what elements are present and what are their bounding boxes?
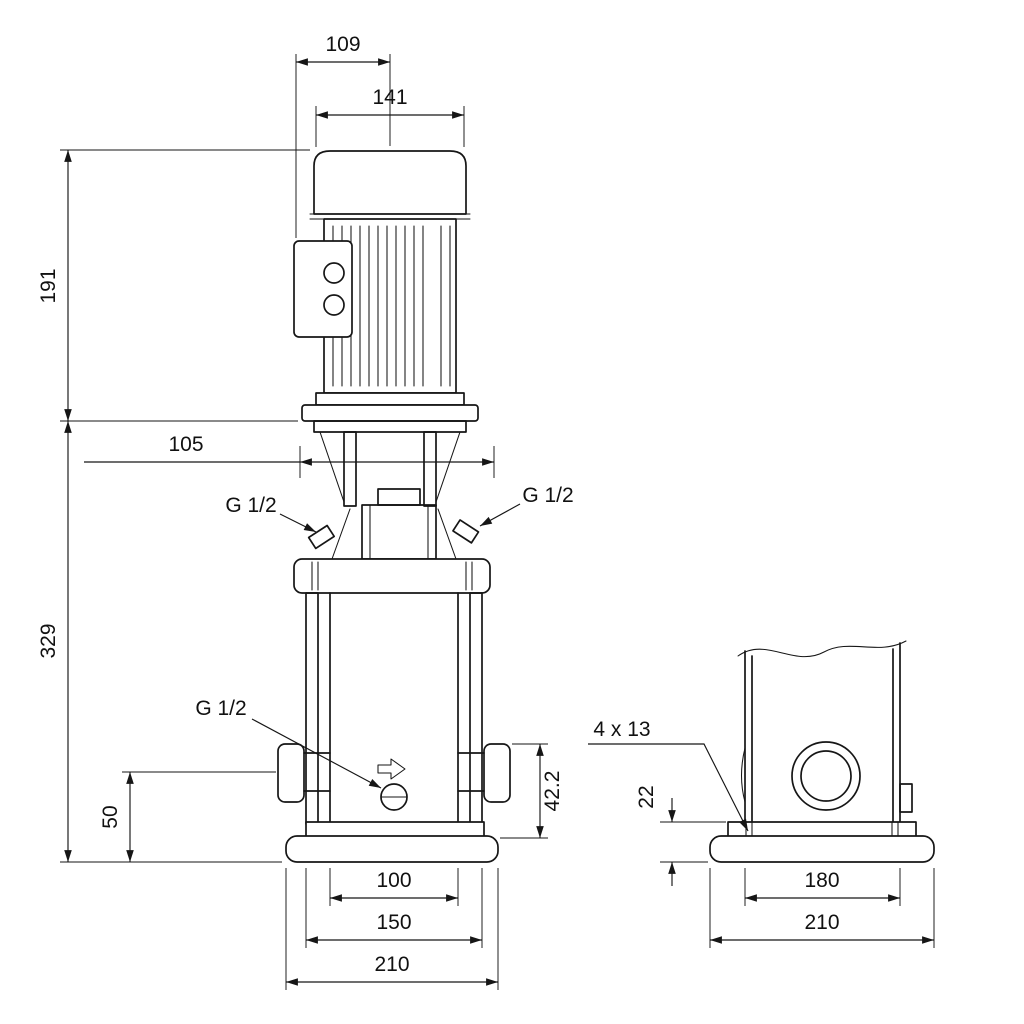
dim-100-label: 100 <box>376 869 411 892</box>
bolt-holes-label: 4 x 13 <box>593 718 650 741</box>
discharge-port-pipe <box>457 752 485 792</box>
side-view <box>709 640 935 863</box>
motor-flange-upper <box>315 392 465 406</box>
dim-42-2: 42.2 <box>500 743 564 839</box>
tie-rod-left <box>305 592 319 825</box>
dim-22-label: 22 <box>635 785 658 808</box>
suction-port-pipe <box>303 752 331 792</box>
plug-body-right <box>452 519 480 544</box>
dim-210-front-label: 210 <box>374 953 409 976</box>
dim-210-side-label: 210 <box>804 911 839 934</box>
motor-stool-band <box>313 420 467 433</box>
dim-191-extensions <box>60 149 310 422</box>
dim-105: 105 <box>84 433 495 478</box>
side-port-edge-detail <box>740 747 746 803</box>
dim-180: 180 <box>744 868 901 906</box>
leader-g12-drain-line <box>251 718 382 789</box>
terminal-box <box>293 240 353 338</box>
pump-head-chamber <box>361 504 437 560</box>
dim-210-side: 210 <box>709 868 935 948</box>
dim-180-label: 180 <box>804 869 839 892</box>
flow-direction-arrow <box>377 758 406 780</box>
dim-50: 50 <box>99 771 276 862</box>
cable-entry-top <box>323 262 345 284</box>
dim-210-side-extensions <box>709 868 935 948</box>
dim-22-extensions <box>660 821 726 863</box>
leader-g12-drain: G 1/2 <box>195 697 382 789</box>
head-flange-ring <box>293 558 491 594</box>
dim-210-front-extensions <box>285 868 499 990</box>
dim-100: 100 <box>329 868 459 906</box>
leader-g12-left: G 1/2 <box>225 494 317 533</box>
shaft-coupling <box>377 488 421 506</box>
ring-bolt-lines <box>311 561 473 591</box>
break-line <box>737 640 907 658</box>
dim-150-extensions <box>305 868 483 948</box>
suction-port-flange <box>277 743 305 803</box>
sleeve-walls <box>329 592 459 825</box>
g12-drain-label: G 1/2 <box>195 697 246 720</box>
dim-150: 150 <box>305 868 483 948</box>
front-view <box>277 150 511 863</box>
leader-g12-right-line <box>479 503 521 527</box>
stool-diagonals <box>319 431 461 503</box>
motor-flange-lower <box>301 404 479 422</box>
dim-109-label: 109 <box>325 33 360 56</box>
base-plate-front <box>285 835 499 863</box>
dim-210-front: 210 <box>285 868 499 990</box>
dim-42-2-label: 42.2 <box>541 771 564 812</box>
discharge-port-flange <box>483 743 511 803</box>
tie-rod-right <box>469 592 483 825</box>
dim-191-label: 191 <box>37 268 60 303</box>
dim-105-label: 105 <box>168 433 203 456</box>
side-sleeve-walls <box>744 642 901 825</box>
dim-329-label: 329 <box>37 623 60 658</box>
dim-109: 109 <box>295 33 391 238</box>
side-port-inner <box>800 750 852 802</box>
side-base-plate <box>709 835 935 863</box>
priming-plug-left <box>307 524 336 550</box>
dim-22: 22 <box>635 785 726 886</box>
motor-cap <box>313 150 467 215</box>
dim-109-extensions <box>295 54 391 238</box>
coupling-guard-right <box>423 431 437 507</box>
dim-150-label: 150 <box>376 911 411 934</box>
dim-191: 191 <box>37 149 310 422</box>
chamber-inner-lines <box>369 504 429 560</box>
leader-4x13-line <box>588 743 749 832</box>
dimensions: 109 141 191 329 105 50 <box>37 33 935 990</box>
leader-g12-right: G 1/2 <box>479 484 574 527</box>
side-clamp <box>899 783 913 813</box>
leader-g12-left-line <box>279 513 317 533</box>
head-legs <box>331 508 457 560</box>
g12-left-label: G 1/2 <box>225 494 276 517</box>
dim-329: 329 <box>37 421 282 863</box>
dim-141-label: 141 <box>372 86 407 109</box>
leader-4x13: 4 x 13 <box>588 718 749 832</box>
coupling-guard-left <box>343 431 357 507</box>
cable-entry-bottom <box>323 294 345 316</box>
dim-141: 141 <box>315 86 465 147</box>
dim-50-label: 50 <box>99 805 122 828</box>
plug-body-left <box>307 524 336 550</box>
priming-plug-right <box>452 519 480 544</box>
side-port-outer <box>791 741 861 811</box>
g12-right-label: G 1/2 <box>522 484 573 507</box>
